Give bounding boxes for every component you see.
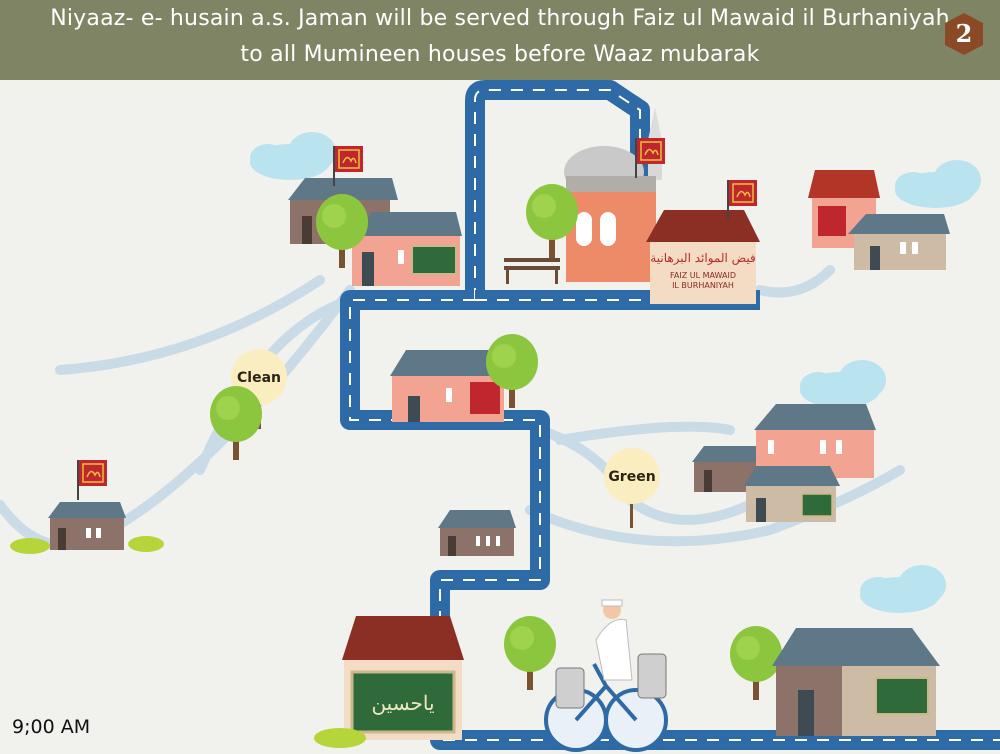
kitchen-english-line1: FAIZ UL MAWAID <box>670 271 736 280</box>
faiz-kitchen-building: فيض الموائد البرهانية FAIZ UL MAWAID IL … <box>504 108 760 304</box>
title-line-1: Niyaaz- e- husain a.s. Jaman will be ser… <box>50 6 950 31</box>
delivery-cyclist <box>504 599 668 752</box>
kitchen-arabic-name: فيض الموائد البرهانية <box>650 251 755 265</box>
step-number: 2 <box>955 19 973 48</box>
green-sign: Green <box>604 448 660 528</box>
clean-label: Clean <box>237 370 281 386</box>
house-top-left <box>288 145 462 286</box>
house-cluster-right <box>692 404 876 522</box>
clock-time: 9;00 AM <box>12 716 91 738</box>
cloud-4 <box>860 565 946 613</box>
house-top-right <box>808 170 950 270</box>
house-far-left <box>10 459 164 554</box>
cloud-1 <box>250 132 336 180</box>
kitchen-english-line2: IL BURHANIYAH <box>672 281 734 290</box>
house-bottom-left: ياحسين <box>314 616 464 748</box>
title-line-2: to all Mumineen houses before Waaz mubar… <box>240 42 760 67</box>
house-sign-text: ياحسين <box>371 691 434 715</box>
cloud-3 <box>800 360 886 408</box>
house-lower-middle <box>438 510 516 556</box>
title-banner: Niyaaz- e- husain a.s. Jaman will be ser… <box>0 0 1000 80</box>
house-middle <box>390 334 538 422</box>
green-label: Green <box>608 469 655 485</box>
house-bottom-right <box>730 626 940 736</box>
cloud-2 <box>895 160 981 208</box>
bench <box>504 258 560 284</box>
clean-sign: Clean <box>210 349 287 460</box>
step-badge-hexagon <box>945 13 983 55</box>
